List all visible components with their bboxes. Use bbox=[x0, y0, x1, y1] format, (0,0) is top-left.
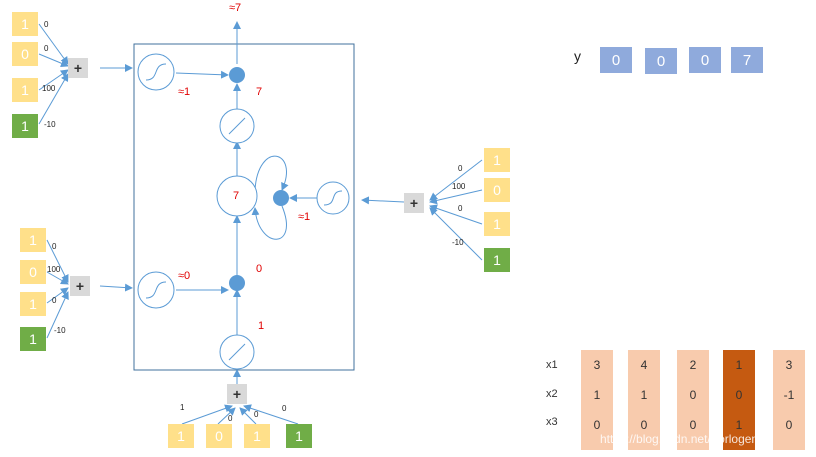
x-cell: -1 bbox=[783, 388, 795, 402]
right-weight-1: 0 bbox=[458, 164, 463, 173]
candidate-value: 1 bbox=[258, 320, 265, 332]
right-sum-node: + bbox=[404, 193, 424, 213]
mid-left-weight-2: 100 bbox=[47, 265, 61, 274]
y-value-1: 0 bbox=[600, 47, 632, 73]
y-value-3: 0 bbox=[689, 47, 721, 73]
bottom-weight-2: 0 bbox=[228, 414, 233, 423]
input-gate-value: ≈0 bbox=[178, 270, 191, 282]
x-cell: 0 bbox=[689, 388, 697, 402]
x-cell: 1 bbox=[640, 388, 648, 402]
mid-left-input-2: 0 bbox=[20, 260, 46, 284]
x-column-4-highlighted bbox=[723, 350, 755, 450]
x-cell: 3 bbox=[785, 358, 793, 372]
x-cell: 1 bbox=[735, 358, 743, 372]
right-input-2: 0 bbox=[484, 178, 510, 202]
right-input-3: 1 bbox=[484, 212, 510, 236]
lstm-cell-box bbox=[133, 43, 355, 371]
bottom-input-3: 1 bbox=[244, 424, 270, 448]
top-left-bias: 1 bbox=[12, 114, 38, 138]
top-left-weight-lines bbox=[38, 23, 133, 125]
forget-gate-value: ≈1 bbox=[298, 211, 311, 223]
x-row-label-3: x3 bbox=[546, 416, 558, 428]
right-input-1: 1 bbox=[484, 148, 510, 172]
top-left-input-2: 0 bbox=[12, 42, 38, 66]
bottom-weight-1: 1 bbox=[180, 403, 185, 412]
x-row-label-1: x1 bbox=[546, 359, 558, 371]
output-multiply-node bbox=[229, 67, 245, 83]
top-left-input-1: 1 bbox=[12, 12, 38, 36]
output-value: 7 bbox=[256, 86, 263, 98]
top-left-weight-4: -10 bbox=[44, 120, 56, 129]
internal-flow-lines bbox=[175, 21, 318, 336]
top-left-weight-1: 0 bbox=[44, 20, 49, 29]
y-value-4: 7 bbox=[731, 47, 763, 73]
memory-value: 7 bbox=[233, 190, 240, 202]
bottom-sum-node: + bbox=[227, 384, 247, 404]
input-multiply-node bbox=[229, 275, 245, 291]
input-value: 0 bbox=[256, 263, 263, 275]
right-weight-2: 100 bbox=[452, 182, 466, 191]
sigmoid-output bbox=[137, 53, 175, 91]
y-row-label: y bbox=[574, 48, 581, 64]
x-column-5 bbox=[773, 350, 805, 450]
memory-cell bbox=[216, 175, 258, 217]
x-column-3 bbox=[677, 350, 709, 450]
top-left-weight-2: 0 bbox=[44, 44, 49, 53]
right-weight-lines bbox=[361, 159, 483, 261]
output-gate-value: ≈1 bbox=[178, 86, 191, 98]
mid-left-bias: 1 bbox=[20, 327, 46, 351]
x-cell: 0 bbox=[640, 418, 648, 432]
bottom-weight-3: 0 bbox=[254, 410, 259, 419]
x-row-label-2: x2 bbox=[546, 388, 558, 400]
top-left-weight-3: 100 bbox=[42, 84, 56, 93]
x-cell: 3 bbox=[593, 358, 601, 372]
bottom-bias: 1 bbox=[286, 424, 312, 448]
mid-left-weight-3: 0 bbox=[52, 296, 57, 305]
watermark: https://blog.csdn.net/Forlogen bbox=[600, 432, 759, 446]
x-cell: 4 bbox=[640, 358, 648, 372]
tanh-input bbox=[219, 334, 255, 370]
bottom-weight-lines bbox=[181, 369, 299, 425]
top-left-sum-node: + bbox=[68, 58, 88, 78]
mid-left-input-3: 1 bbox=[20, 292, 46, 316]
output-label: ≈7 bbox=[229, 2, 242, 14]
mid-left-weight-4: -10 bbox=[54, 326, 66, 335]
tanh-output bbox=[219, 108, 255, 144]
x-cell: 0 bbox=[785, 418, 793, 432]
right-weight-4: -10 bbox=[452, 238, 464, 247]
mid-left-input-1: 1 bbox=[20, 228, 46, 252]
right-bias: 1 bbox=[484, 248, 510, 272]
x-cell: 0 bbox=[593, 418, 601, 432]
sigmoid-input bbox=[137, 271, 175, 309]
bottom-weight-4: 0 bbox=[282, 404, 287, 413]
x-cell: 1 bbox=[735, 418, 743, 432]
bottom-input-2: 0 bbox=[206, 424, 232, 448]
mid-left-weight-1: 0 bbox=[52, 242, 57, 251]
mid-left-weight-lines bbox=[46, 239, 133, 339]
forget-multiply-node bbox=[273, 190, 289, 206]
x-cell: 0 bbox=[735, 388, 743, 402]
top-left-input-3: 1 bbox=[12, 78, 38, 102]
bottom-input-1: 1 bbox=[168, 424, 194, 448]
mid-left-sum-node: + bbox=[70, 276, 90, 296]
x-cell: 2 bbox=[689, 358, 697, 372]
x-cell: 0 bbox=[689, 418, 697, 432]
y-value-2: 0 bbox=[645, 48, 677, 74]
sigmoid-forget bbox=[316, 181, 350, 215]
x-column-2 bbox=[628, 350, 660, 450]
right-weight-3: 0 bbox=[458, 204, 463, 213]
x-cell: 1 bbox=[593, 388, 601, 402]
x-column-1 bbox=[581, 350, 613, 450]
